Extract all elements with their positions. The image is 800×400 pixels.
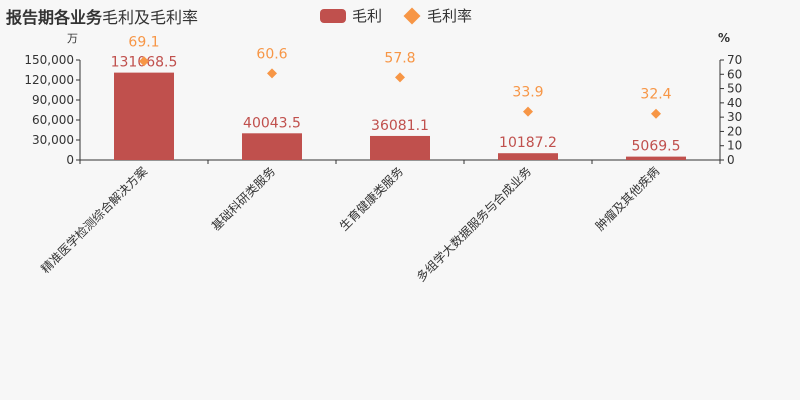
rate-point: [523, 106, 533, 117]
rate-value-label: 69.1: [128, 34, 159, 50]
y-right-unit: %: [718, 31, 730, 45]
category-label: 生育健康类服务: [336, 164, 406, 234]
bar: [498, 153, 558, 160]
legend-line-label: 毛利率: [427, 7, 473, 25]
bar: [370, 135, 430, 160]
bar: [114, 72, 174, 160]
y-right-tick-label: 20: [727, 124, 742, 138]
bar-value-label: 40043.5: [243, 115, 301, 131]
bar-value-label: 10187.2: [499, 135, 557, 151]
y-right-tick-label: 10: [727, 139, 742, 153]
rate-value-label: 32.4: [640, 87, 671, 103]
y-right-tick-label: 60: [727, 67, 742, 81]
legend-item-line[interactable]: 毛利率: [400, 5, 472, 26]
y-right-tick-label: 40: [727, 96, 742, 110]
title-bold: 业务: [70, 8, 103, 27]
y-left-unit: 万: [67, 32, 78, 45]
rate-point: [395, 72, 405, 83]
title-suffix: 毛利及毛利率: [102, 8, 199, 27]
rate-value-label: 57.8: [384, 50, 415, 66]
bar: [242, 133, 302, 160]
rate-value-label: 60.6: [256, 46, 287, 62]
y-right-tick-label: 30: [727, 110, 742, 124]
legend-bar-label: 毛利: [352, 7, 383, 25]
category-label: 基础科研类服务: [208, 164, 278, 234]
rate-point: [651, 108, 661, 119]
category-label: 精准医学检测综合解决方案: [38, 164, 150, 276]
y-right-tick-label: 0: [727, 153, 735, 167]
y-left-tick-label: 150,000: [24, 53, 74, 67]
y-right-tick-label: 70: [727, 53, 742, 67]
y-left-tick-label: 0: [66, 153, 74, 167]
title-prefix: 报告期各: [6, 8, 71, 27]
y-left-tick-label: 120,000: [24, 73, 74, 87]
bar-value-label: 5069.5: [632, 139, 681, 155]
rate-point: [139, 56, 149, 67]
y-left-tick-label: 60,000: [32, 113, 74, 127]
chart-title: 报告期各业务毛利及毛利率: [6, 4, 198, 28]
bar: [626, 156, 686, 160]
legend: 毛利 毛利率: [320, 5, 490, 26]
y-left-tick-label: 30,000: [32, 133, 74, 147]
y-left-tick-label: 90,000: [32, 93, 74, 107]
y-right-tick-label: 50: [727, 82, 742, 96]
rate-value-label: 33.9: [512, 85, 543, 101]
category-label: 肿瘤及其他疾病: [592, 164, 662, 234]
category-label: 多组学大数据服务与合成业务: [413, 164, 534, 285]
legend-item-bar[interactable]: 毛利: [320, 5, 382, 26]
legend-bar-swatch-icon: [320, 8, 346, 23]
bar-value-label: 36081.1: [371, 118, 429, 134]
rate-point: [267, 68, 277, 79]
